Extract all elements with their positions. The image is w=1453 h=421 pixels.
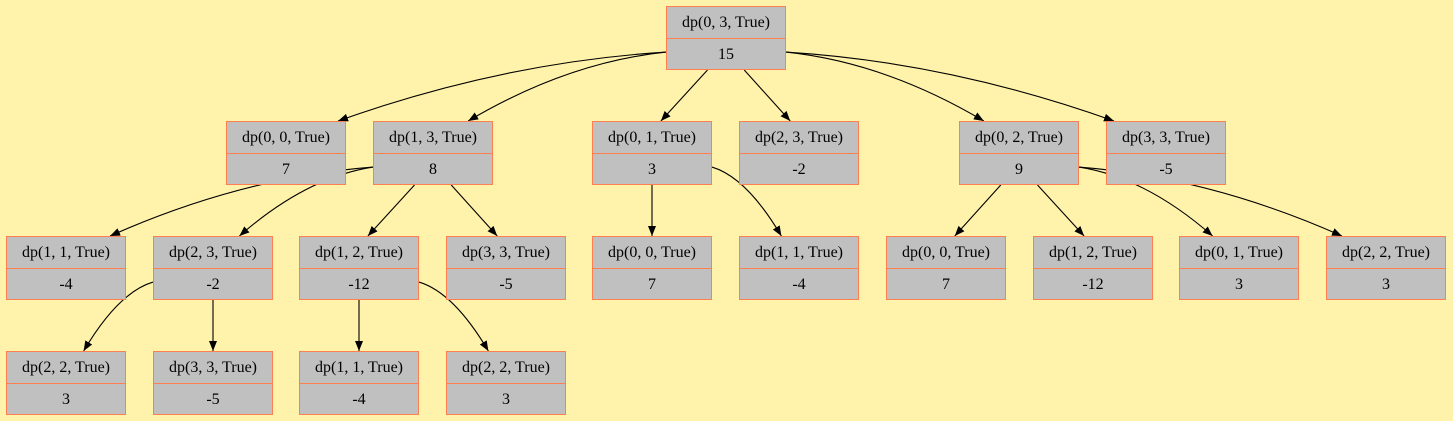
node-value: -5 [206,391,220,408]
node-value: 15 [718,46,734,63]
tree-node: dp(2, 3, True) -2 [153,236,273,300]
tree-node: dp(1, 1, True) -4 [6,236,126,300]
tree-node: dp(0, 0, True) 7 [226,121,346,185]
node-value: 3 [1235,276,1243,293]
node-label: dp(2, 2, True) [7,352,125,384]
tree-edge [785,51,985,122]
tree-edge [83,281,154,352]
tree-node: dp(1, 2, True) -12 [1033,236,1153,300]
tree-edge [337,51,667,122]
node-value: -2 [206,276,220,293]
node-value: 7 [648,276,656,293]
tree-edge [450,184,498,237]
tree-node: dp(1, 1, True) -4 [739,236,859,300]
node-label: dp(0, 1, True) [593,122,711,154]
node-label: dp(0, 0, True) [593,237,711,269]
node-value: -12 [1082,276,1104,293]
node-label: dp(0, 3, True) [667,7,785,39]
tree-edge [711,166,782,237]
node-label: dp(1, 1, True) [7,237,125,269]
node-value: 3 [62,391,70,408]
node-label: dp(0, 0, True) [887,237,1005,269]
tree-node: dp(3, 3, True) -5 [1106,121,1226,185]
node-value: -2 [792,161,806,178]
tree-node: dp(2, 2, True) 3 [6,351,126,415]
tree-node: dp(0, 0, True) 7 [886,236,1006,300]
node-value: -4 [792,276,806,293]
node-label: dp(1, 2, True) [1034,237,1152,269]
node-value: 3 [502,391,510,408]
node-label: dp(3, 3, True) [447,237,565,269]
node-label: dp(0, 0, True) [227,122,345,154]
node-value: -5 [1159,161,1173,178]
tree-node: dp(0, 3, True) 15 [666,6,786,70]
tree-edge [1078,166,1213,237]
tree-edge [239,166,374,237]
node-label: dp(0, 2, True) [960,122,1078,154]
tree-node: dp(0, 1, True) 3 [592,121,712,185]
node-label: dp(2, 2, True) [1327,237,1445,269]
tree-node: dp(1, 2, True) -12 [299,236,419,300]
node-value: 9 [1015,161,1023,178]
node-value: 7 [282,161,290,178]
node-value: -4 [59,276,73,293]
tree-node: dp(0, 1, True) 3 [1179,236,1299,300]
tree-node: dp(1, 3, True) 8 [373,121,493,185]
node-value: 7 [942,276,950,293]
tree-edge [367,184,415,237]
node-value: 8 [429,161,437,178]
tree-node: dp(3, 3, True) -5 [153,351,273,415]
tree-edge [1037,184,1085,237]
node-label: dp(0, 1, True) [1180,237,1298,269]
tree-node: dp(0, 2, True) 9 [959,121,1079,185]
tree-node: dp(2, 2, True) 3 [1326,236,1446,300]
tree-edge [954,184,1002,237]
node-label: dp(2, 2, True) [447,352,565,384]
node-value: 3 [648,161,656,178]
tree-node: dp(2, 3, True) -2 [739,121,859,185]
node-label: dp(2, 3, True) [154,237,272,269]
node-value: -4 [352,391,366,408]
tree-edge [467,51,667,122]
node-label: dp(1, 1, True) [740,237,858,269]
node-value: -12 [348,276,370,293]
node-label: dp(1, 3, True) [374,122,492,154]
tree-edge [785,51,1115,122]
tree-node: dp(1, 1, True) -4 [299,351,419,415]
node-label: dp(1, 1, True) [300,352,418,384]
node-label: dp(3, 3, True) [154,352,272,384]
tree-node: dp(2, 2, True) 3 [446,351,566,415]
node-label: dp(3, 3, True) [1107,122,1225,154]
tree-node: dp(0, 0, True) 7 [592,236,712,300]
tree-edge [660,69,708,122]
tree-edge [743,69,791,122]
node-value: -5 [499,276,513,293]
tree-edge [418,281,489,352]
tree-node: dp(3, 3, True) -5 [446,236,566,300]
node-label: dp(2, 3, True) [740,122,858,154]
node-value: 3 [1382,276,1390,293]
node-label: dp(1, 2, True) [300,237,418,269]
